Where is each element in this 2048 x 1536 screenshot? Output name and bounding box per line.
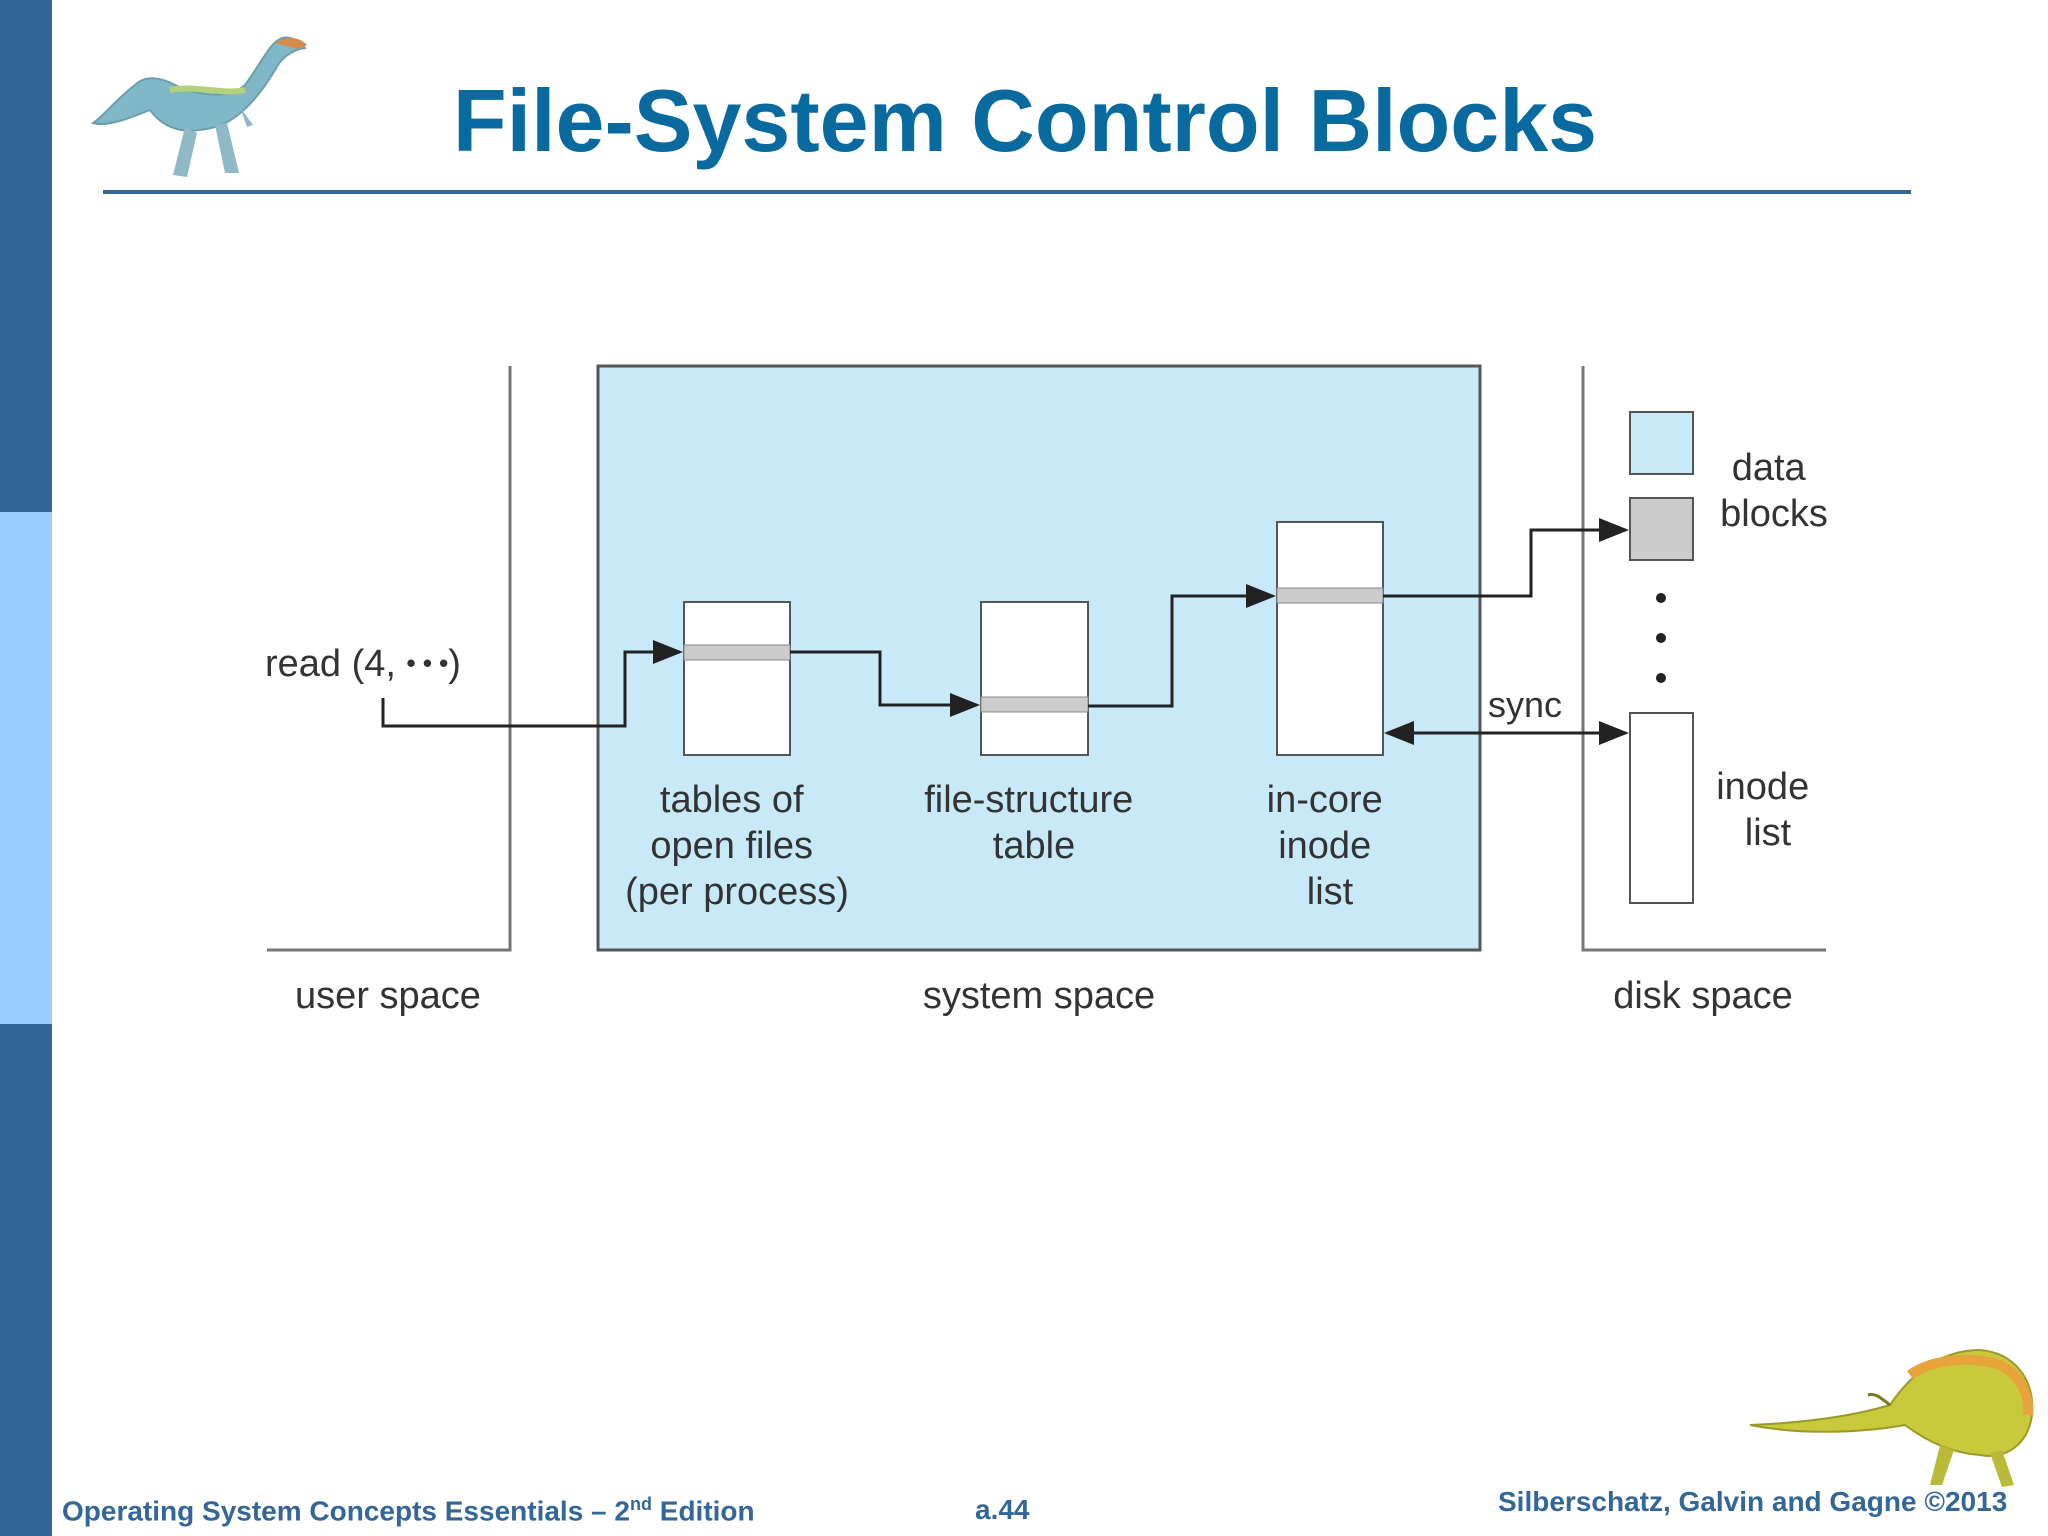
system-space-label: system space [923, 975, 1155, 1017]
user-space-label: user space [295, 975, 481, 1017]
in-core-inode-list [1276, 521, 1384, 756]
ellipsis-dot [1656, 633, 1666, 643]
open-files-label: tables of open files (per process) [625, 779, 849, 913]
in-core-inode-entry [1276, 587, 1384, 604]
ellipsis-dot [1656, 673, 1666, 683]
incore-to-data-arrow [1383, 518, 1629, 598]
disk-inode-list [1629, 712, 1694, 904]
data-block-gray [1629, 497, 1694, 561]
disk-space-boundary [1581, 366, 1826, 952]
read-call-label: read (4, • • •) [265, 643, 461, 685]
slide-title: File-System Control Blocks [452, 71, 1598, 170]
data-block-blue [1629, 411, 1694, 475]
file-structure-table [980, 601, 1089, 756]
in-core-inode-label: in-core inode list [1267, 779, 1394, 913]
title-divider [103, 190, 1911, 194]
sync-label: sync [1488, 684, 1562, 725]
open-to-structure-arrow [790, 650, 980, 717]
inode-list-label: inode list [1716, 766, 1820, 854]
footer-page-number: a.44 [975, 1494, 1030, 1525]
footer-book-title: Operating System Concepts Essentials – 2… [62, 1494, 755, 1527]
user-space-boundary [267, 366, 512, 952]
left-accent-bar-highlight [0, 512, 52, 1024]
open-files-table [683, 601, 791, 756]
read-arrow [381, 640, 683, 728]
data-blocks-label: data blocks [1720, 447, 1828, 535]
file-structure-entry [980, 696, 1089, 713]
dinosaur-mascot-icon [1749, 1348, 2034, 1487]
dinosaur-logo-icon [90, 36, 307, 177]
disk-space-label: disk space [1613, 975, 1793, 1017]
open-files-entry [683, 644, 791, 661]
footer-authors: Silberschatz, Galvin and Gagne ©2013 [1498, 1486, 2008, 1517]
file-structure-label: file-structure table [924, 779, 1144, 867]
structure-to-incore-arrow [1088, 584, 1276, 708]
ellipsis-dot [1656, 593, 1666, 603]
file-system-diagram: read (4, • • •) tables of open files (pe… [265, 364, 1828, 1017]
